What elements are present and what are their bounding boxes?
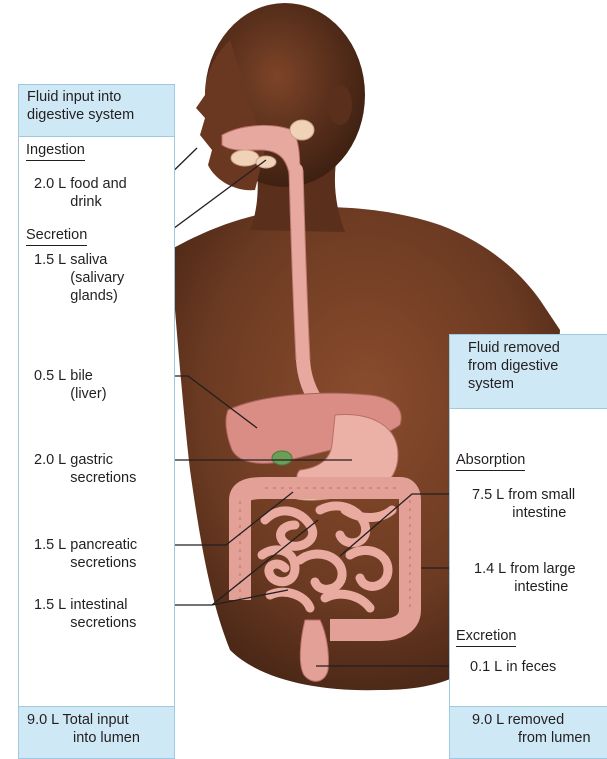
right-header-line-2: from digestive (468, 357, 601, 375)
pancreatic-label-1: pancreatic (70, 537, 137, 553)
salivary-gland-3 (256, 156, 276, 168)
right-panel: Fluid removed from digestive system 9.0 … (449, 334, 607, 759)
small-absorb-label-1: from small (508, 487, 575, 503)
pancreatic-label-2: secretions (70, 555, 136, 571)
saliva-amount: 1.5 L (34, 251, 66, 269)
left-footer-label-2: into lumen (27, 730, 140, 746)
saliva-label-1: saliva (70, 252, 107, 268)
salivary-gland-2 (231, 150, 259, 166)
right-footer-label-2: from lumen (472, 730, 591, 746)
bile-item: 0.5 L bile (liver) (34, 367, 107, 403)
pancreatic-item: 1.5 L pancreatic secretions (34, 536, 137, 572)
small-absorb-label-2: intestine (508, 505, 566, 521)
salivary-gland-1 (290, 120, 314, 140)
right-panel-footer: 9.0 L removed from lumen (450, 706, 607, 758)
intestinal-amount: 1.5 L (34, 596, 66, 614)
saliva-item: 1.5 L saliva (salivary glands) (34, 251, 124, 305)
ingestion-title: Ingestion (26, 141, 85, 161)
large-absorb-label-2: intestine (510, 579, 568, 595)
bile-label-2: (liver) (70, 386, 106, 402)
absorption-title: Absorption (456, 451, 525, 471)
small-absorb-amount: 7.5 L (472, 486, 504, 504)
bile-label-1: bile (70, 368, 93, 384)
intestinal-label-1: intestinal (70, 597, 127, 613)
ingestion-label-1: food and (70, 176, 126, 192)
intestinal-item: 1.5 L intestinal secretions (34, 596, 136, 632)
left-panel-footer: 9.0 L Total input into lumen (19, 706, 174, 758)
large-absorb-amount: 1.4 L (474, 560, 506, 578)
ingestion-item: 2.0 L food and drink (34, 175, 127, 211)
right-footer-label-1: removed (508, 712, 564, 728)
right-header-line-3: system (468, 375, 601, 393)
large-absorb-label-1: from large (510, 561, 575, 577)
left-header-line-2: digestive system (27, 106, 166, 124)
secretion-title: Secretion (26, 226, 87, 246)
gastric-label-1: gastric (70, 452, 113, 468)
saliva-label-3: glands) (70, 288, 118, 304)
excretion-title: Excretion (456, 627, 516, 647)
ingestion-amount: 2.0 L (34, 175, 66, 193)
bile-amount: 0.5 L (34, 367, 66, 385)
left-footer-label-1: Total input (63, 712, 129, 728)
pancreatic-amount: 1.5 L (34, 536, 66, 554)
gastric-amount: 2.0 L (34, 451, 66, 469)
left-footer-amount: 9.0 L (27, 712, 59, 728)
intestinal-label-2: secretions (70, 615, 136, 631)
gastric-label-2: secretions (70, 470, 136, 486)
large-intestine-absorb-item: 1.4 L from large intestine (474, 560, 576, 596)
left-header-line-1: Fluid input into (27, 88, 166, 106)
ingestion-label-2: drink (70, 194, 101, 210)
right-header-line-1: Fluid removed (468, 339, 601, 357)
right-panel-header: Fluid removed from digestive system (450, 335, 607, 409)
feces-amount: 0.1 L (470, 658, 502, 676)
right-footer-amount: 9.0 L (472, 712, 504, 728)
left-panel-header: Fluid input into digestive system (19, 85, 174, 137)
feces-item: 0.1 L in feces (470, 658, 556, 676)
saliva-label-2: (salivary (70, 270, 124, 286)
feces-label: in feces (506, 658, 556, 676)
ear (328, 85, 352, 125)
gallbladder (272, 451, 292, 465)
small-intestine-absorb-item: 7.5 L from small intestine (472, 486, 575, 522)
gastric-item: 2.0 L gastric secretions (34, 451, 136, 487)
